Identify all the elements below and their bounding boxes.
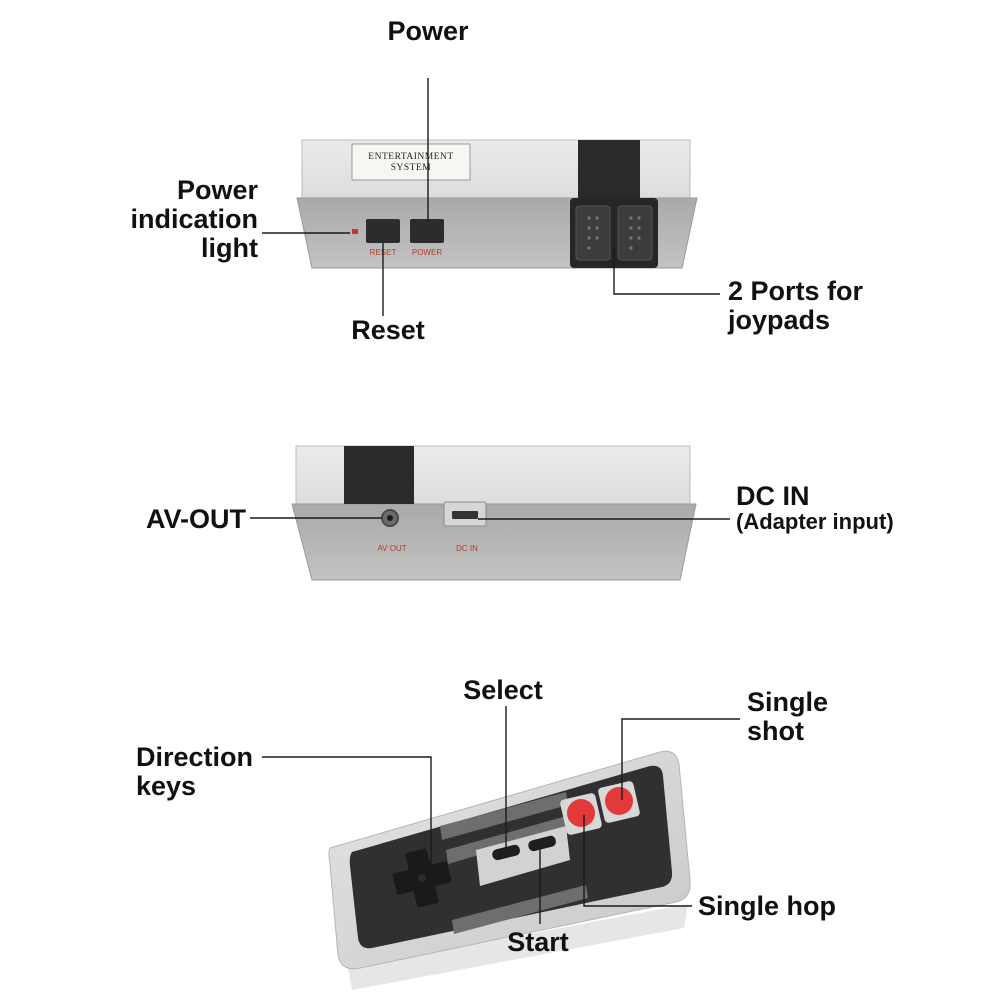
av-out-jack-hole [387, 515, 393, 521]
plate-line-2: SYSTEM [391, 163, 432, 173]
button-b [567, 799, 595, 827]
label-reset: Reset [351, 315, 425, 345]
label-power-indication-1: Power [177, 175, 259, 205]
back-port-housing [344, 446, 414, 504]
direction-keys [392, 848, 452, 908]
controller [328, 750, 691, 990]
label-power: Power [387, 16, 469, 46]
av-out-caption: AV OUT [377, 544, 406, 553]
joypad-port-1 [575, 205, 611, 261]
console-label-plate [351, 143, 471, 181]
label-power-indication-2: indication [131, 204, 259, 234]
leader-single-hop [583, 815, 692, 907]
joypad-port-2 [617, 205, 653, 261]
faceplate-stripe-3 [452, 885, 588, 934]
port-housing [578, 140, 640, 198]
port-pins [587, 216, 641, 250]
label-av-out: AV-OUT [146, 504, 247, 534]
plate-line-1: ENTERTAINMENT [368, 152, 453, 162]
leader-ports [613, 248, 720, 295]
label-start: Start [507, 927, 569, 957]
controller-shadow [348, 904, 688, 990]
leader-single-shot [621, 718, 740, 800]
leader-direction [262, 756, 432, 868]
label-dc-in-sub: (Adapter input) [736, 509, 894, 534]
label-single-hop: Single hop [698, 891, 836, 921]
label-dc-in: DC IN [736, 481, 810, 511]
dc-in-port [452, 511, 478, 519]
power-button [410, 219, 444, 243]
faceplate-stripe-1 [440, 792, 568, 840]
console-front-view: ENTERTAINMENT SYSTEM RESET POWER [296, 139, 698, 269]
label-single-shot-2: shot [747, 716, 804, 746]
label-power-indication-3: light [201, 233, 258, 263]
label-ports-1: 2 Ports for [728, 276, 864, 306]
select-button [492, 844, 520, 861]
button-a [605, 787, 633, 815]
label-single-shot-1: Single [747, 687, 828, 717]
label-ports-2: joypads [727, 305, 830, 335]
label-direction-2: keys [136, 771, 196, 801]
console-back-view: AV OUT DC IN [291, 445, 697, 581]
power-indicator-light [352, 229, 358, 234]
power-button-caption: POWER [412, 248, 442, 257]
start-button [528, 835, 556, 852]
label-direction-1: Direction [136, 742, 253, 772]
reset-button [366, 219, 400, 243]
dc-in-caption: DC IN [456, 544, 478, 553]
label-select: Select [463, 675, 543, 705]
back-face [291, 503, 697, 581]
